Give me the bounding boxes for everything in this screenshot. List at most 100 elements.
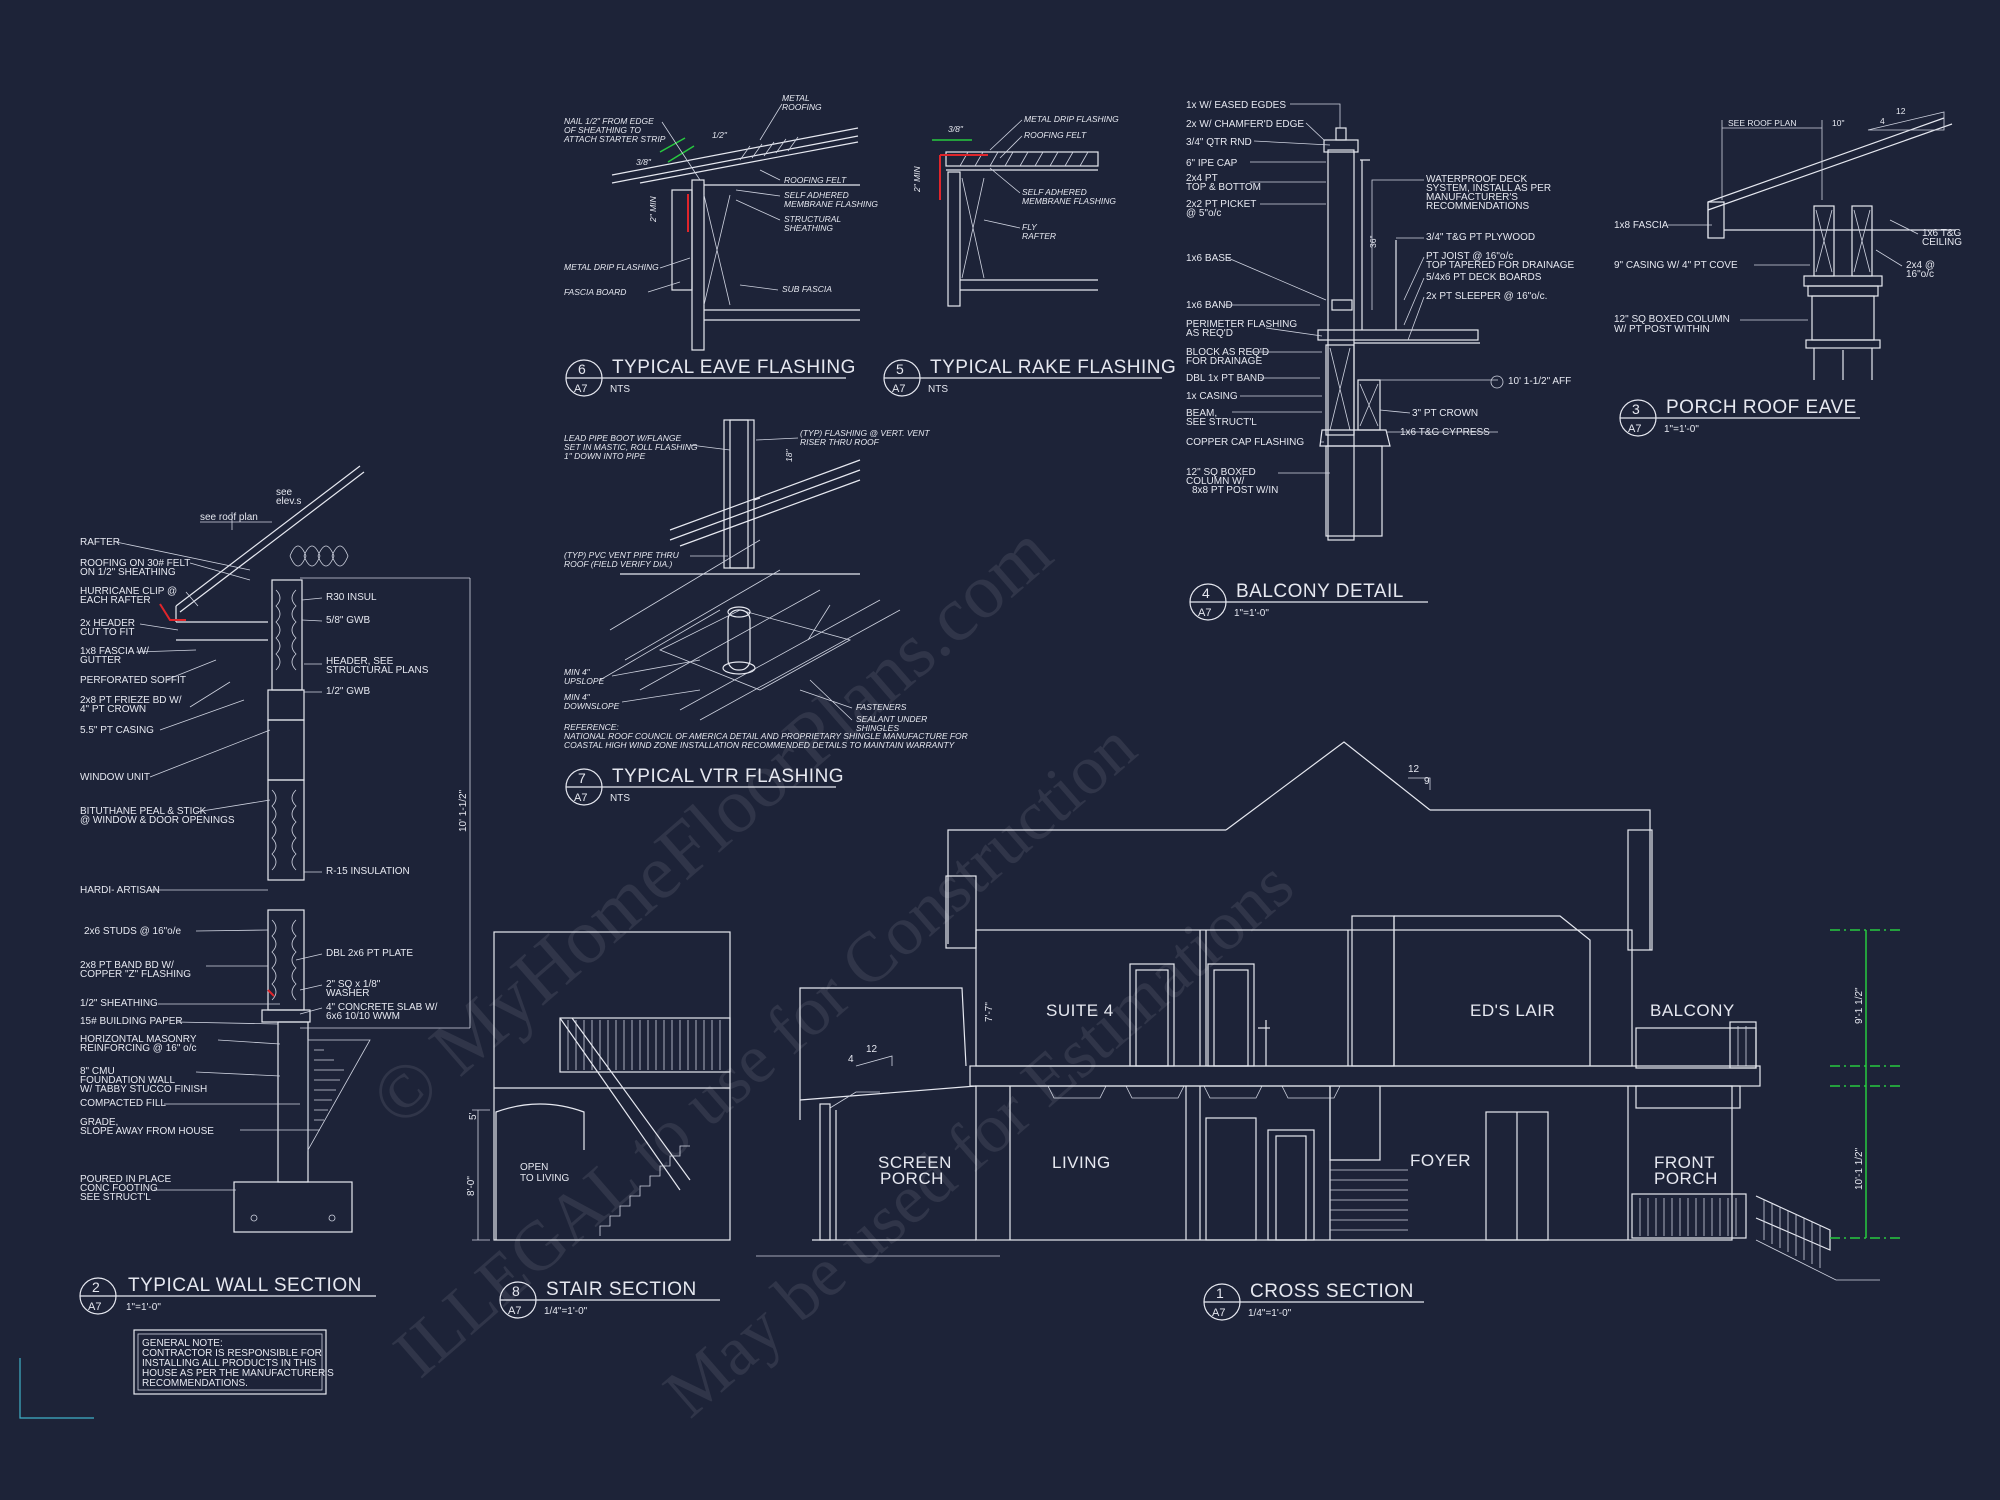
- balcony-note: 1x6 T&G CYPRESS: [1400, 427, 1490, 438]
- vtr-detail-title: TYPICAL VTR FLASHING: [612, 766, 844, 787]
- wall-note: ON 1/2" SHEATHING: [80, 567, 176, 578]
- eave-dim-2: 1/2": [712, 130, 728, 140]
- wall-left-notes: RAFTER ROOFING ON 30# FELT ON 1/2" SHEAT…: [80, 537, 235, 1203]
- wall-note-see: see: [276, 487, 293, 498]
- wall-note: W/ TABBY STUCCO FINISH: [80, 1084, 207, 1095]
- balcony-note: COLUMN W/: [1186, 476, 1245, 487]
- general-note-line: HOUSE AS PER THE MANUFACTURER'S: [142, 1368, 334, 1379]
- wall-note: 1/2" GWB: [326, 686, 370, 697]
- title-stair-section: 8 A7 STAIR SECTION 1/4"=1'-0": [499, 1279, 720, 1319]
- porch-eave-note: 1x6 T&G: [1922, 228, 1961, 239]
- rake-note-2: ROOFING FELT: [1024, 130, 1087, 140]
- wall-note: 1/2" SHEATHING: [80, 998, 158, 1009]
- balcony-note: PT JOIST @ 16"o/c: [1426, 251, 1513, 262]
- vtr-note: REFERENCE:: [564, 722, 619, 732]
- cross-pitch-4: 4: [848, 1054, 854, 1065]
- porch-eave-detail-title: PORCH ROOF EAVE: [1666, 397, 1857, 418]
- wall-note: COPPER "Z" FLASHING: [80, 969, 191, 980]
- title-vtr-flashing: 7 A7 TYPICAL VTR FLASHING NTS: [565, 766, 844, 806]
- wall-height-dim: 10' 1-1/2": [458, 789, 469, 832]
- wall-note: 15# BUILDING PAPER: [80, 1016, 183, 1027]
- wall-note: 5/8" GWB: [326, 615, 370, 626]
- wall-note: WINDOW UNIT: [80, 772, 150, 783]
- wall-note: 2x8 PT BAND BD W/: [80, 960, 174, 971]
- balcony-36-dim: 36": [1368, 236, 1378, 248]
- eave-note-7: SELF ADHERED: [784, 190, 849, 200]
- balcony-note: DBL 1x PT BAND: [1186, 373, 1264, 384]
- balcony-note: 2x W/ CHAMFER'D EDGE: [1186, 119, 1304, 130]
- porch-eave-note: 9" CASING W/ 4" PT COVE: [1614, 260, 1738, 271]
- stair-note-open: OPEN: [520, 1162, 548, 1173]
- balcony-note: RECOMMENDATIONS: [1426, 201, 1529, 212]
- eave-note-10: SHEATHING: [784, 223, 833, 233]
- title-wall-section: 2 A7 TYPICAL WALL SECTION 1"=1'-0": [79, 1275, 376, 1315]
- wall-note: STRUCTURAL PLANS: [326, 665, 429, 676]
- wall-note: 5.5" PT CASING: [80, 725, 154, 736]
- stair-height-dim: 8'-0": [466, 1176, 477, 1196]
- cross-dim-upper: 9'-1 1/2": [1854, 987, 1865, 1024]
- porch-eave-note: 12" SQ BOXED COLUMN: [1614, 314, 1730, 325]
- balcony-note: 10' 1-1/2" AFF: [1508, 376, 1571, 387]
- rake-detail-title: TYPICAL RAKE FLASHING: [930, 357, 1176, 378]
- eave-note-12: FASCIA BOARD: [564, 287, 626, 297]
- porch-eave-sheet-ref: A7: [1628, 423, 1641, 435]
- vtr-note: COASTAL HIGH WIND ZONE INSTALLATION RECO…: [564, 740, 956, 750]
- rake-note-4: MEMBRANE FLASHING: [1022, 196, 1116, 206]
- wall-note: POURED IN PLACE: [80, 1174, 171, 1185]
- rake-sheet-ref: A7: [892, 383, 905, 395]
- rake-note-6: RAFTER: [1022, 231, 1056, 241]
- wall-note: ROOFING ON 30# FELT: [80, 558, 190, 569]
- stair-dim-5: 5': [468, 1112, 479, 1120]
- balcony-note: 3/4" T&G PT PLYWOOD: [1426, 232, 1535, 243]
- eave-detail-title: TYPICAL EAVE FLASHING: [612, 357, 856, 378]
- wall-note: SEE STRUCT'L: [80, 1192, 151, 1203]
- vtr-detail-number: 7: [578, 770, 586, 786]
- detail-cross-section: 9'-1 1/2" 10'-1 1/2" 7'-7" 12 9 4 12 SUI…: [756, 741, 1900, 1281]
- eave-note-5: ROOFING: [782, 102, 822, 112]
- wall-sheet-ref: A7: [88, 1301, 101, 1313]
- balcony-note: SYSTEM, INSTALL AS PER: [1426, 183, 1551, 194]
- eave-note-11: METAL DRIP FLASHING: [564, 262, 659, 272]
- balcony-note: 8x8 PT POST W/IN: [1192, 485, 1278, 496]
- general-note-box: GENERAL NOTE: CONTRACTOR IS RESPONSIBLE …: [133, 1329, 334, 1395]
- vtr-note: 1" DOWN INTO PIPE: [564, 451, 646, 461]
- wall-note: HEADER, SEE: [326, 656, 394, 667]
- rake-note-3: SELF ADHERED: [1022, 187, 1087, 197]
- balcony-detail-scale: 1"=1'-0": [1234, 608, 1269, 619]
- wall-note: GRADE,: [80, 1117, 118, 1128]
- wall-note: RAFTER: [80, 537, 120, 548]
- balcony-note: 2x2 PT PICKET: [1186, 199, 1256, 210]
- vtr-sheet-ref: A7: [574, 792, 587, 804]
- balcony-note: 1x W/ EASED EGDES: [1186, 100, 1286, 111]
- porch-eave-note: 10": [1832, 118, 1844, 128]
- general-note-line: INSTALLING ALL PRODUCTS IN THIS: [142, 1358, 317, 1369]
- room-eds-lair: ED'S LAIR: [1470, 1001, 1555, 1020]
- balcony-note: 5/4x6 PT DECK BOARDS: [1426, 272, 1542, 283]
- wall-note: 2x8 PT FRIEZE BD W/: [80, 695, 182, 706]
- title-eave-flashing: 6 A7 TYPICAL EAVE FLASHING NTS: [565, 357, 856, 397]
- cross-sheet-ref: A7: [1212, 1307, 1225, 1319]
- wall-note-elevs: elev.s: [276, 496, 301, 507]
- balcony-sheet-ref: A7: [1198, 607, 1211, 619]
- eave-note-1: NAIL 1/2" FROM EDGE: [564, 116, 654, 126]
- wall-note: @ WINDOW & DOOR OPENINGS: [80, 815, 235, 826]
- wall-note: 8" CMU: [80, 1066, 115, 1077]
- balcony-note: 2x PT SLEEPER @ 16"o/c.: [1426, 291, 1547, 302]
- wall-note: R-15 INSULATION: [326, 866, 410, 877]
- vtr-note: MIN 4": [564, 692, 591, 702]
- balcony-note: 1x6 BAND: [1186, 300, 1233, 311]
- eave-note-3: ATTACH STARTER STRIP: [563, 134, 666, 144]
- room-screen-porch-2: PORCH: [880, 1169, 944, 1188]
- balcony-left-notes: 1x W/ EASED EGDES 2x W/ CHAMFER'D EDGE 3…: [1186, 100, 1304, 496]
- cross-dim-lower: 10'-1 1/2": [1854, 1147, 1865, 1190]
- porch-eave-note: 4: [1880, 116, 1885, 126]
- rake-dim-2: 2" MIN: [912, 165, 922, 193]
- detail-eave-flashing: NAIL 1/2" FROM EDGE OF SHEATHING TO ATTA…: [563, 93, 878, 351]
- eave-note-13: SUB FASCIA: [782, 284, 832, 294]
- balcony-note: MANUFACTURER'S: [1426, 192, 1518, 203]
- vtr-note: RISER THRU ROOF: [800, 437, 880, 447]
- cross-detail-scale: 1/4"=1'-0": [1248, 1308, 1292, 1319]
- wall-note: EACH RAFTER: [80, 595, 151, 606]
- detail-porch-roof-eave: SEE ROOF PLAN 10" 12 4 1x8 FASCIA 1x6 T&…: [1614, 106, 1962, 380]
- wall-note: COMPACTED FILL: [80, 1098, 166, 1109]
